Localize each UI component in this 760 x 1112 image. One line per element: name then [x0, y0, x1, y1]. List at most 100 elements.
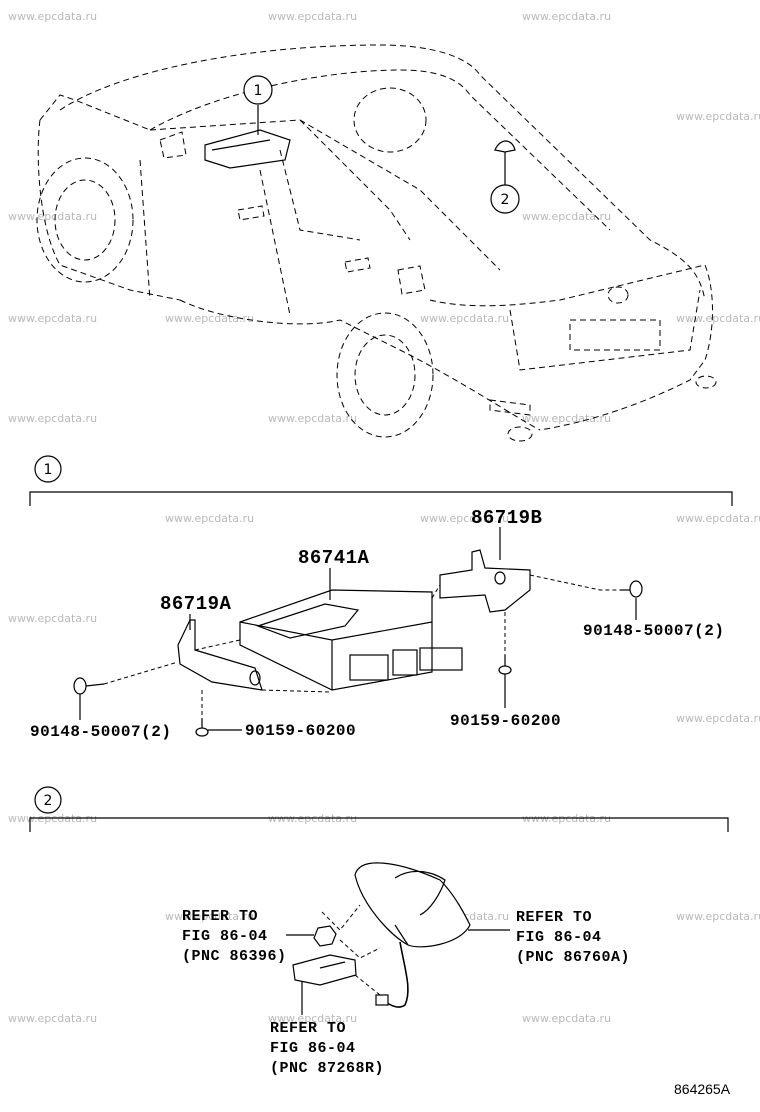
- exhaust-tip: [695, 375, 717, 389]
- connector-detail: [319, 961, 346, 969]
- fuel-door: [397, 265, 426, 295]
- bolt-head: [73, 677, 87, 695]
- callout-number: 2: [501, 192, 510, 208]
- ref-line: FIG 86-04: [182, 928, 268, 945]
- assembly-line: [431, 584, 441, 599]
- screw-head: [498, 665, 512, 675]
- trunk-lid: [509, 289, 701, 371]
- ref-line: REFER TO: [182, 908, 258, 925]
- ecu-in-vehicle-edge: [211, 139, 271, 151]
- assembly-line: [103, 661, 179, 685]
- watermark: www.epcdata.ru: [165, 512, 254, 525]
- front-wheel: [36, 157, 134, 283]
- section-2: 2 REFER TO FIG 86-04 (PNC 86396) REFER T…: [29, 786, 729, 1077]
- part-label-90159-right: 90159-60200: [450, 712, 561, 730]
- section-1: 1: [29, 455, 733, 741]
- watermark: www.epcdata.ru: [8, 412, 97, 425]
- section-bracket: [29, 817, 729, 832]
- watermark: www.epcdata.ru: [268, 10, 357, 23]
- assembly-line: [339, 939, 381, 959]
- watermark: www.epcdata.ru: [420, 312, 509, 325]
- license-plate: [569, 319, 661, 351]
- watermark: www.epcdata.ru: [8, 10, 97, 23]
- emblem: [607, 286, 629, 304]
- hood-edge: [39, 94, 151, 131]
- screw-head: [195, 727, 209, 737]
- section-marker: [34, 455, 62, 483]
- part-label-86741a: 86741A: [298, 547, 370, 569]
- bolt-left: [73, 677, 105, 695]
- antenna-connector: [292, 954, 357, 986]
- assembly-line: [194, 639, 241, 651]
- ref-line: (PNC 86396): [182, 948, 287, 965]
- antenna-nut: [313, 925, 337, 947]
- cable-connector: [375, 994, 389, 1006]
- side-mirror: [159, 131, 187, 159]
- rear-wheel: [336, 312, 434, 438]
- part-label-90148-right: 90148-50007(2): [583, 622, 724, 640]
- section-marker-number: 1: [44, 462, 53, 478]
- watermark: www.epcdata.ru: [676, 712, 760, 725]
- ecu-label-panel: [256, 603, 360, 639]
- ecu-connector: [419, 647, 463, 671]
- watermark: www.epcdata.ru: [165, 312, 254, 325]
- window-line: [149, 69, 611, 231]
- reference-note-86396: REFER TO FIG 86-04 (PNC 86396): [182, 908, 287, 965]
- assembly-line: [529, 574, 620, 591]
- ref-line: REFER TO: [516, 909, 592, 926]
- shark-fin-antenna: [354, 862, 471, 948]
- antenna-fin-detail: [394, 870, 446, 916]
- watermark: www.epcdata.ru: [522, 1012, 611, 1025]
- center-console: [299, 119, 411, 241]
- watermark: www.epcdata.ru: [165, 910, 254, 923]
- screw-right: [498, 655, 512, 675]
- bolt-shank: [85, 683, 105, 687]
- assembly-line: [261, 689, 331, 693]
- watermark: www.epcdata.ru: [676, 512, 760, 525]
- callout-circle: [243, 75, 273, 105]
- watermark: www.epcdata.ru: [522, 412, 611, 425]
- bolt-head: [629, 580, 643, 598]
- front-wheel-hub: [54, 179, 116, 261]
- part-label-86719b: 86719B: [471, 507, 542, 529]
- ref-line: FIG 86-04: [270, 1040, 356, 1057]
- part-label-90148-left: 90148-50007(2): [30, 723, 171, 741]
- door-handle: [344, 257, 371, 273]
- ref-line: (PNC 86760A): [516, 949, 630, 966]
- rear-fascia: [429, 264, 713, 431]
- bracket-a: [177, 619, 263, 691]
- screw-left: [195, 718, 209, 737]
- ref-line: FIG 86-04: [516, 929, 602, 946]
- door-seam: [259, 169, 291, 316]
- section-marker-number: 2: [44, 793, 53, 809]
- watermark: www.epcdata.ru: [676, 910, 760, 923]
- watermark: www.epcdata.ru: [8, 210, 97, 223]
- reference-note-86760a: REFER TO FIG 86-04 (PNC 86760A): [516, 909, 630, 966]
- part-label-90159-left: 90159-60200: [245, 722, 356, 740]
- watermark: www.epcdata.ru: [676, 110, 760, 123]
- watermark: www.epcdata.ru: [8, 612, 97, 625]
- assembly-line: [321, 904, 361, 931]
- figure-number: 864265A: [674, 1081, 731, 1097]
- watermark: www.epcdata.ru: [268, 412, 357, 425]
- rocker-line: [179, 299, 541, 431]
- ecu-connector: [349, 654, 389, 681]
- ecu-in-vehicle: [204, 129, 291, 169]
- part-label-86719a: 86719A: [160, 593, 232, 615]
- seat-outline: [279, 149, 361, 241]
- ecu-top-edge: [331, 621, 433, 641]
- bolt-right: [620, 580, 643, 598]
- door-handle: [237, 205, 265, 221]
- roof-outline: [59, 44, 706, 301]
- watermark: www.epcdata.ru: [268, 1012, 357, 1025]
- watermark-layer: www.epcdata.ru www.epcdata.ru www.epcdat…: [8, 10, 760, 1025]
- section-marker: [34, 786, 62, 814]
- watermark: www.epcdata.ru: [8, 1012, 97, 1025]
- assembly-line: [354, 974, 381, 996]
- ref-line: (PNC 87268R): [270, 1060, 384, 1077]
- antenna-cable: [381, 941, 409, 1008]
- bracket-b-hole: [494, 571, 506, 585]
- ref-line: REFER TO: [270, 1020, 346, 1037]
- rear-wheel-hub: [354, 334, 416, 416]
- callout-1: 1: [243, 75, 273, 105]
